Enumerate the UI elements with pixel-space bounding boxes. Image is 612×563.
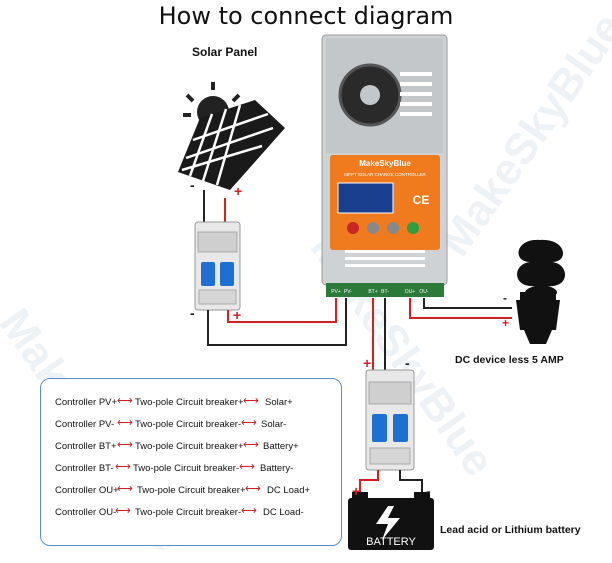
legend-target: DC Load- (263, 507, 304, 518)
legend-controller-terminal: Controller OU- (55, 507, 117, 518)
connection-legend: Controller PV+ ⟷ Two-pole Circuit breake… (40, 378, 342, 546)
battery-icon (348, 492, 434, 550)
device-plus-sign: + (502, 316, 509, 330)
legend-controller-terminal: Controller BT- (55, 463, 114, 474)
double-arrow-icon: ⟷ (117, 395, 133, 407)
double-arrow-icon: ⟷ (241, 505, 257, 517)
double-arrow-icon: ⟷ (117, 439, 133, 451)
legend-target: Solar+ (265, 397, 293, 408)
terminal-ou-plus: OU+ (405, 289, 416, 295)
legend-target: DC Load+ (267, 485, 311, 496)
solar-circuit-breaker (194, 221, 241, 311)
legend-breaker-pole: Two-pole Circuit breaker+ (135, 441, 244, 452)
terminal-bt-plus: BT+ (368, 289, 377, 295)
double-arrow-icon: ⟷ (243, 395, 259, 407)
legend-controller-terminal: Controller PV+ (55, 397, 118, 408)
legend-controller-terminal: Controller PV- (55, 419, 115, 430)
legend-controller-terminal: Controller BT+ (55, 441, 117, 452)
charge-controller (321, 34, 448, 297)
legend-target: Solar- (261, 419, 287, 430)
diagram-title: How to connect diagram (158, 2, 454, 30)
legend-breaker-pole: Two-pole Circuit breaker- (133, 463, 240, 474)
double-arrow-icon: ⟷ (245, 483, 261, 495)
terminal-pv-plus: PV+ (331, 289, 341, 295)
legend-breaker-pole: Two-pole Circuit breaker+ (135, 397, 244, 408)
battery-plus-sign: + (352, 483, 360, 499)
double-arrow-icon: ⟷ (239, 461, 255, 473)
breaker-top-minus-sign: - (190, 305, 195, 321)
legend-target: Battery- (260, 463, 294, 474)
double-arrow-icon: ⟷ (243, 439, 259, 451)
double-arrow-icon: ⟷ (241, 417, 257, 429)
solar-plus-sign: + (234, 183, 242, 199)
legend-breaker-pole: Two-pole Circuit breaker- (135, 507, 242, 518)
battery-circuit-breaker (365, 369, 415, 471)
battery-minus-sign: - (426, 483, 431, 499)
legend-breaker-pole: Two-pole Circuit breaker- (135, 419, 242, 430)
solar-minus-sign: - (190, 177, 195, 193)
solar-panel-icon (178, 82, 285, 190)
double-arrow-icon: ⟷ (115, 461, 131, 473)
terminal-ou-minus: OU- (419, 289, 429, 295)
ce-mark: CE (413, 193, 430, 207)
controller-subtitle: MPPT SOLAR CHARGE CONTROLLER (344, 172, 426, 177)
double-arrow-icon: ⟷ (115, 505, 131, 517)
solar-panel-label: Solar Panel (192, 45, 258, 59)
double-arrow-icon: ⟷ (117, 417, 133, 429)
dc-device-label: DC device less 5 AMP (455, 354, 564, 366)
terminal-pv-minus: PV- (344, 289, 352, 295)
battery-label: Lead acid or Lithium battery (440, 524, 581, 536)
breaker-top-plus-sign: + (233, 307, 241, 323)
legend-target: Battery+ (263, 441, 299, 452)
breaker-bottom-minus-sign: - (405, 355, 410, 371)
legend-breaker-pole: Two-pole Circuit breaker+ (137, 485, 246, 496)
battery-text: BATTERY (366, 536, 416, 548)
controller-brand: MakeSkyBlue (359, 159, 411, 168)
double-arrow-icon: ⟷ (117, 483, 133, 495)
legend-controller-terminal: Controller OU+ (55, 485, 119, 496)
terminal-bt-minus: BT- (381, 289, 389, 295)
breaker-bottom-plus-sign: + (363, 355, 371, 371)
device-minus-sign: - (503, 291, 507, 305)
dc-device-bulb-icon (516, 239, 566, 344)
